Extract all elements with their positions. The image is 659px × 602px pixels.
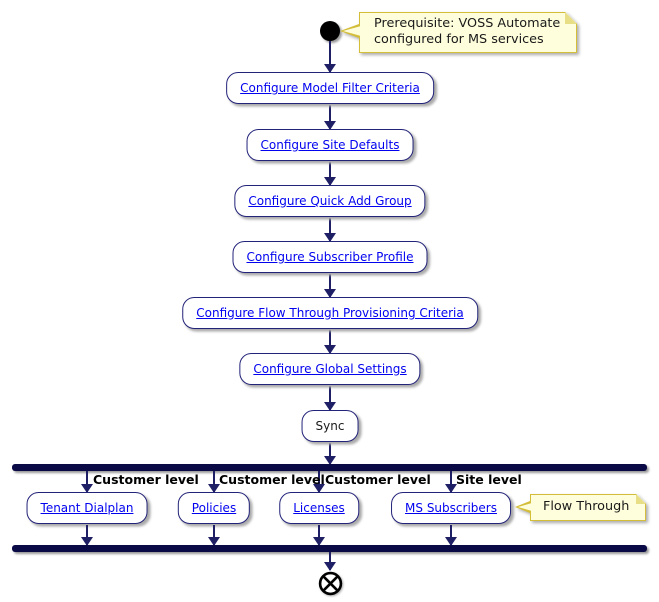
note-fold-corner-icon: [636, 494, 647, 504]
branch-label-customer-level-3: Customer level: [325, 472, 431, 487]
note-prerequisite: Prerequisite: VOSS Automate configured f…: [340, 12, 578, 53]
branch-label-customer-level-1: Customer level: [93, 472, 199, 487]
note-fold-corner-icon: [565, 12, 578, 24]
link-licenses[interactable]: Licenses: [293, 501, 345, 515]
flow-arrow: [318, 525, 320, 545]
link-ms-subscribers[interactable]: MS Subscribers: [405, 501, 497, 515]
activity-sync: Sync: [301, 410, 359, 442]
link-configure-subscriber-profile[interactable]: Configure Subscriber Profile: [246, 250, 414, 264]
note-flow-through: Flow Through: [515, 494, 647, 521]
activity-licenses: Licenses: [279, 492, 359, 524]
link-configure-flow-through-provisioning-criteria[interactable]: Configure Flow Through Provisioning Crit…: [196, 306, 464, 320]
flow-arrow: [86, 525, 88, 545]
activity-configure-subscriber-profile: Configure Subscriber Profile: [232, 241, 428, 273]
join-bar: [12, 545, 647, 552]
activity-tenant-dialplan: Tenant Dialplan: [26, 492, 148, 524]
flow-arrow: [329, 274, 331, 297]
note-prerequisite-text: Prerequisite: VOSS Automate configured f…: [359, 12, 577, 53]
activity-configure-site-defaults: Configure Site Defaults: [246, 129, 414, 161]
fork-bar: [12, 464, 647, 471]
activity-sync-label: Sync: [315, 419, 345, 433]
link-tenant-dialplan[interactable]: Tenant Dialplan: [40, 501, 134, 515]
flow-arrow: [329, 330, 331, 353]
branch-label-customer-level-2: Customer level: [219, 472, 325, 487]
flow-arrow: [450, 525, 452, 545]
flow-arrow: [329, 552, 331, 570]
link-configure-site-defaults[interactable]: Configure Site Defaults: [260, 138, 400, 152]
branch-label-site-level: Site level: [456, 472, 522, 487]
link-configure-model-filter-criteria[interactable]: Configure Model Filter Criteria: [240, 81, 420, 95]
flow-end-icon: [318, 571, 343, 600]
activity-configure-model-filter-criteria: Configure Model Filter Criteria: [226, 72, 434, 104]
note-beak-fill: [518, 503, 532, 511]
note-beak-fill: [343, 26, 361, 36]
flow-arrow: [329, 105, 331, 129]
flow-arrow: [318, 471, 320, 492]
activity-ms-subscribers: MS Subscribers: [391, 492, 511, 524]
flow-arrow: [213, 525, 215, 545]
flow-arrow: [213, 471, 215, 492]
link-policies[interactable]: Policies: [191, 501, 237, 515]
link-configure-quick-add-group[interactable]: Configure Quick Add Group: [248, 194, 412, 208]
link-configure-global-settings[interactable]: Configure Global Settings: [253, 362, 407, 376]
activity-configure-flow-through-provisioning-criteria: Configure Flow Through Provisioning Crit…: [182, 297, 478, 329]
activity-configure-global-settings: Configure Global Settings: [239, 353, 421, 385]
flow-arrow: [329, 162, 331, 185]
note-flow-through-text: Flow Through: [530, 494, 646, 521]
activity-configure-quick-add-group: Configure Quick Add Group: [234, 185, 426, 217]
start-node-icon: [320, 21, 340, 41]
flow-arrow: [86, 471, 88, 492]
flow-arrow: [329, 386, 331, 410]
flow-arrow: [329, 443, 331, 464]
flow-arrow: [329, 41, 331, 72]
activity-policies: Policies: [177, 492, 251, 524]
flow-arrow: [450, 471, 452, 492]
flow-arrow: [329, 218, 331, 241]
